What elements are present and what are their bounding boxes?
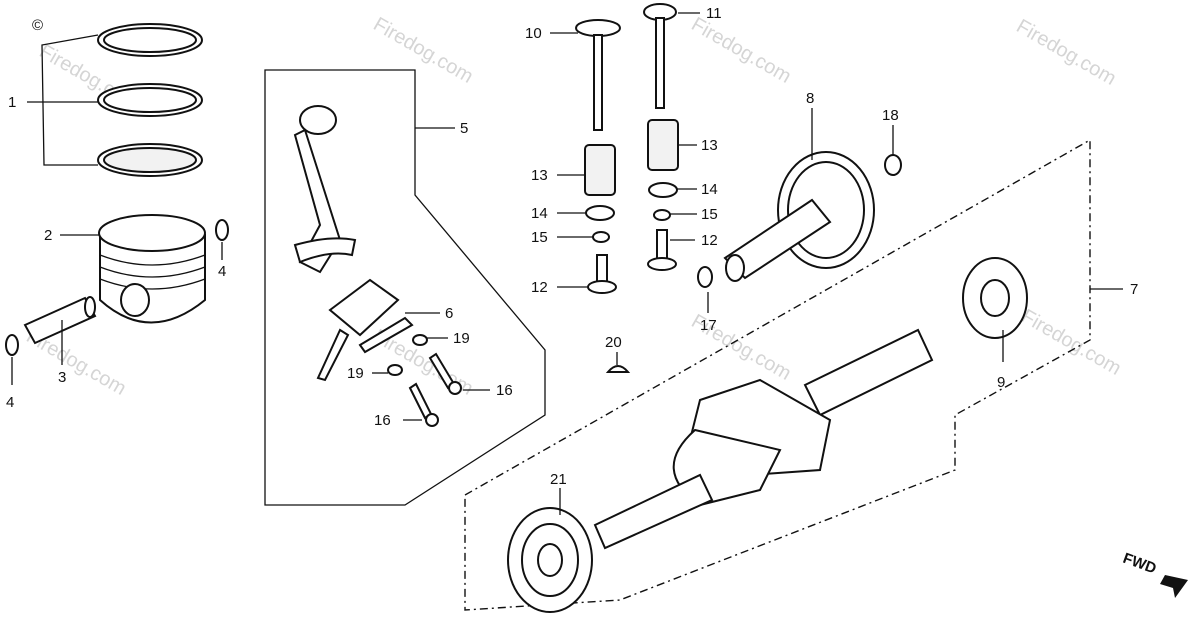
watermark-text: Firedog.com xyxy=(1018,305,1125,380)
callout-20: 20 xyxy=(605,334,622,351)
callout-6: 6 xyxy=(445,305,453,322)
forward-direction-indicator: FWD xyxy=(1121,550,1188,598)
callout-13: 13 xyxy=(531,167,548,184)
woodruff-key xyxy=(605,365,631,373)
callout-labels: 1 2 3 4 4 5 6 7 8 9 10 11 12 12 13 13 14… xyxy=(6,5,1138,488)
callout-7: 7 xyxy=(1130,281,1138,298)
callout-10: 10 xyxy=(525,25,542,42)
piston-pin xyxy=(23,296,97,345)
piston xyxy=(98,214,206,324)
callout-12: 12 xyxy=(701,232,718,249)
callout-13: 13 xyxy=(701,137,718,154)
callout-15: 15 xyxy=(531,229,548,246)
piston-rings xyxy=(97,23,203,177)
callout-3: 3 xyxy=(58,369,66,386)
callout-4: 4 xyxy=(218,263,226,280)
leader-lines xyxy=(11,12,1123,515)
connecting-rod xyxy=(293,105,357,274)
watermark-text: Firedog.com xyxy=(370,13,477,88)
callout-4: 4 xyxy=(6,394,14,411)
callout-18: 18 xyxy=(882,107,899,124)
crankshaft xyxy=(593,328,934,550)
callout-8: 8 xyxy=(806,90,814,107)
connecting-rod-group-outline xyxy=(264,69,546,506)
callout-14: 14 xyxy=(701,181,718,198)
camshaft xyxy=(723,151,875,282)
watermark-text: Firedog.com xyxy=(1013,15,1120,90)
rod-cap xyxy=(316,278,414,382)
copyright-symbol: © xyxy=(32,17,43,34)
callout-5: 5 xyxy=(460,120,468,137)
crankshaft-group-outline xyxy=(464,138,1091,611)
callout-11: 11 xyxy=(706,5,722,22)
callout-1: 1 xyxy=(8,94,16,111)
piston-pin-clips xyxy=(5,219,229,356)
fwd-label: FWD xyxy=(1121,550,1159,578)
watermark-layer: Firedog.com Firedog.com Firedog.com Fire… xyxy=(23,13,1125,400)
exhaust-valve xyxy=(643,3,677,109)
callout-21: 21 xyxy=(550,471,567,488)
tappets xyxy=(587,229,677,294)
intake-valve xyxy=(575,19,621,131)
callout-16: 16 xyxy=(374,412,391,429)
callout-14: 14 xyxy=(531,205,548,222)
crank-gear xyxy=(962,257,1028,339)
watermark-text: Firedog.com xyxy=(688,13,795,88)
callout-9: 9 xyxy=(997,374,1005,391)
callout-12: 12 xyxy=(531,279,548,296)
ball-bearing xyxy=(507,507,593,613)
callout-17: 17 xyxy=(700,317,717,334)
valve-springs xyxy=(584,119,679,196)
callout-15: 15 xyxy=(701,206,718,223)
callout-2: 2 xyxy=(44,227,52,244)
callout-16: 16 xyxy=(496,382,513,399)
callout-19: 19 xyxy=(347,365,364,382)
forward-arrow-icon xyxy=(1160,575,1188,598)
callout-19: 19 xyxy=(453,330,470,347)
rod-bolts xyxy=(387,334,462,427)
